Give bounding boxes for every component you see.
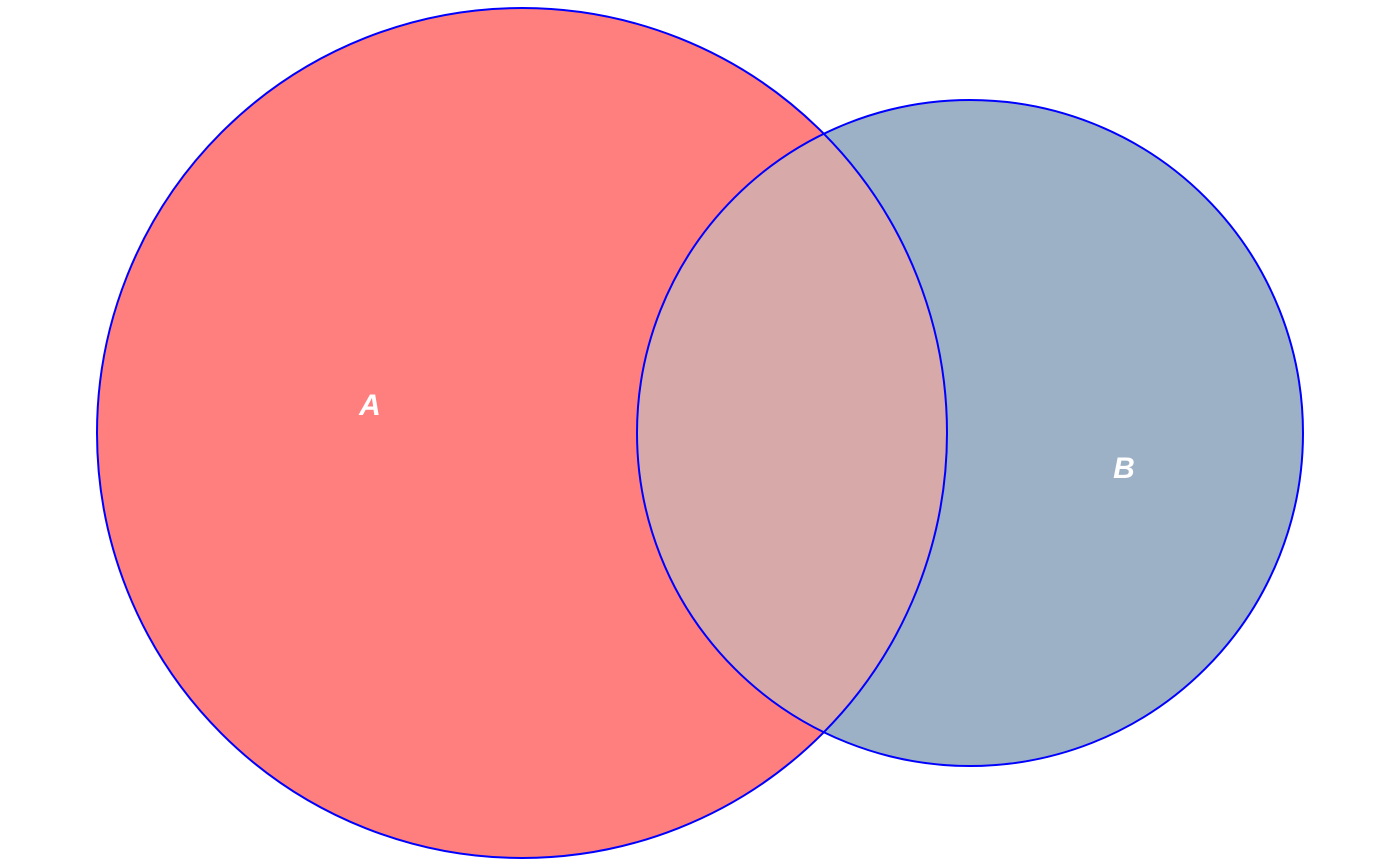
set-a-outline — [96, 7, 948, 859]
set-a-label: A — [358, 389, 381, 422]
set-b-label: B — [1113, 452, 1135, 485]
intersection-region — [637, 100, 947, 766]
set-b-outline — [636, 99, 1304, 767]
